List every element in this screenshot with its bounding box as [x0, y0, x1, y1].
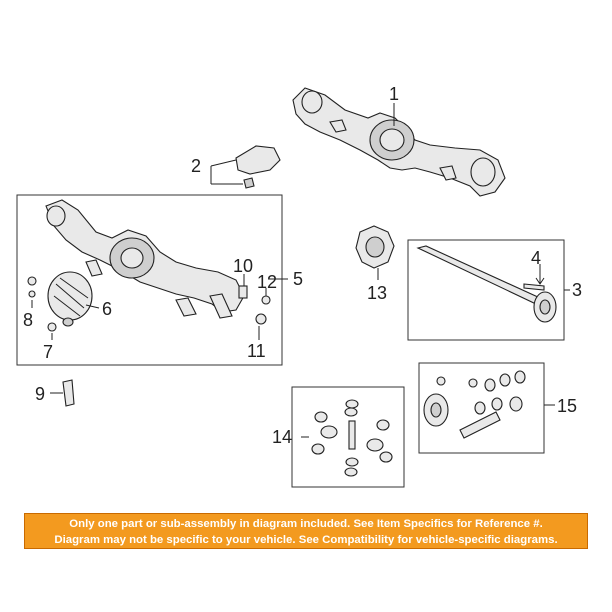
- small-fitting-illustrations: [27, 274, 288, 340]
- disclaimer-line-2: Diagram may not be specific to your vehi…: [54, 534, 558, 546]
- callout-12: 12: [257, 272, 277, 292]
- callout-10: 10: [233, 256, 253, 276]
- callout-8: 8: [23, 310, 33, 330]
- callout-9: 9: [35, 384, 45, 404]
- vent-tube-illustration: [50, 379, 75, 407]
- differential-internals-illustration: [301, 399, 393, 477]
- cover-bracket-illustration: [210, 145, 281, 189]
- callout-7: 7: [43, 342, 53, 362]
- callout-1: 1: [389, 84, 399, 104]
- disclaimer-banner: Only one part or sub-assembly in diagram…: [24, 513, 588, 549]
- callout-11: 11: [247, 341, 266, 361]
- axle-housing-illustration: [45, 199, 245, 319]
- callout-3: 3: [572, 280, 582, 300]
- gear-set-illustration: [423, 370, 555, 439]
- callout-2: 2: [191, 156, 201, 176]
- callout-4: 4: [531, 248, 541, 268]
- axle-assembly-illustration: [292, 87, 506, 197]
- callout-5: 5: [293, 269, 303, 289]
- callout-15: 15: [557, 396, 577, 416]
- callout-6: 6: [102, 299, 112, 319]
- callout-13: 13: [367, 283, 387, 303]
- differential-internals-box: [291, 386, 405, 488]
- housing-group-box: [16, 194, 283, 366]
- cover-plate-illustration: [47, 271, 93, 327]
- callout-14: 14: [272, 427, 292, 447]
- disclaimer-line-1: Only one part or sub-assembly in diagram…: [69, 518, 543, 530]
- axle-shaft-illustration: [416, 245, 570, 323]
- differential-illustration: [355, 225, 395, 280]
- gear-set-group-box: [418, 362, 545, 454]
